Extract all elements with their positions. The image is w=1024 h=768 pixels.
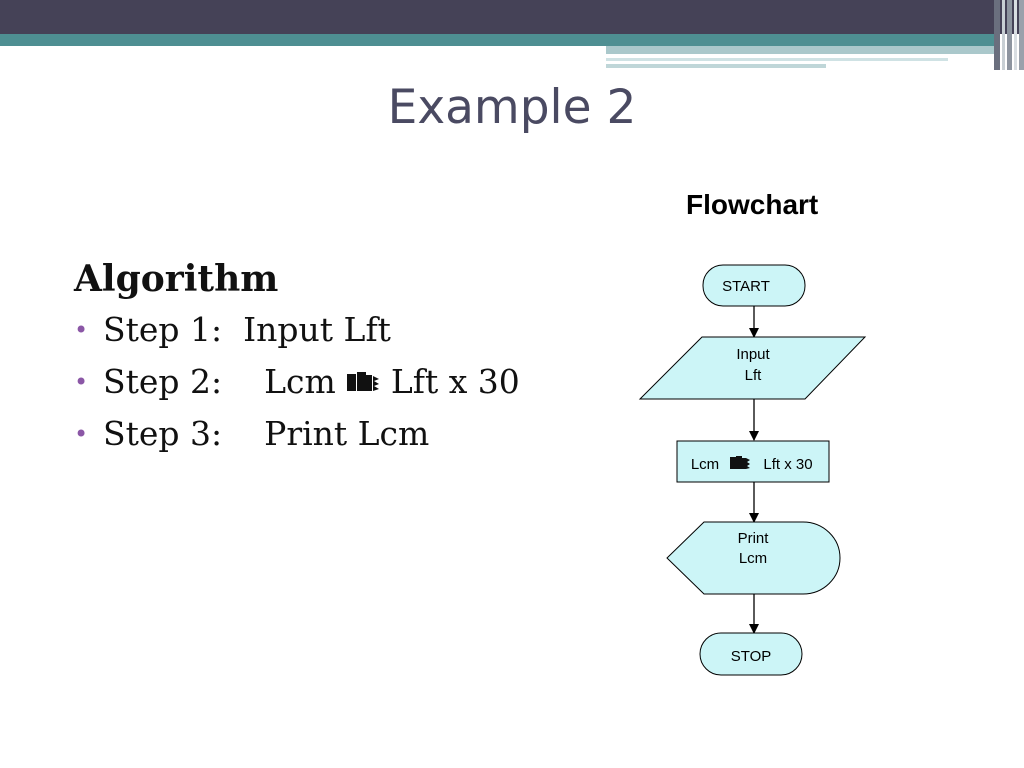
header-accent-stripe [0,34,1000,46]
input-label-line1: Input [736,346,770,363]
assign-arrow-icon [347,372,380,391]
algorithm-section: Algorithm • Step 1: Input Lft • Step 2: Lc… [74,258,520,460]
output-label-line2: Lcm [739,550,767,567]
flowchart-label: Flowchart [686,189,819,220]
step-text: Input Lft [243,310,391,349]
process-box [676,440,830,483]
bullet-icon: • [74,420,89,448]
algorithm-step: • Step 1: Input Lft [74,304,520,356]
slide-title: Example 2 [387,80,637,135]
stop-label: STOP [731,648,772,665]
header-bar [0,0,1024,34]
header-accent-line [606,64,826,68]
header-accent-line [606,58,948,61]
algorithm-heading: Algorithm [74,258,279,300]
input-parallelogram [638,336,867,400]
header-accent-band [606,46,1000,54]
algorithm-steps: • Step 1: Input Lft • Step 2: Lcm Lft x 30… [74,304,520,460]
stop-terminator [699,632,803,676]
step-text: Print Lcm [264,414,430,453]
output-display-shape [666,521,841,595]
algorithm-step: • Step 3: Print Lcm [74,408,520,460]
assign-arrow-icon [730,456,750,469]
step-label: Step 3: [103,414,223,453]
input-label-line2: Lft [745,367,763,384]
bullet-icon: • [74,368,89,396]
start-label: START [722,278,770,295]
step-label: Step 2: [103,362,223,401]
output-label-line1: Print [738,530,770,547]
step-label: Step 1: [103,310,223,349]
start-terminator [702,264,806,307]
bullet-icon: • [74,316,89,344]
step-text-after: Lft x 30 [390,362,520,401]
algorithm-step: • Step 2: Lcm Lft x 30 [74,356,520,408]
process-label-right: Lft x 30 [763,456,812,473]
step-text: Lcm [264,362,336,401]
header-corner-stripes [994,0,1024,70]
process-label-left: Lcm [691,456,719,473]
